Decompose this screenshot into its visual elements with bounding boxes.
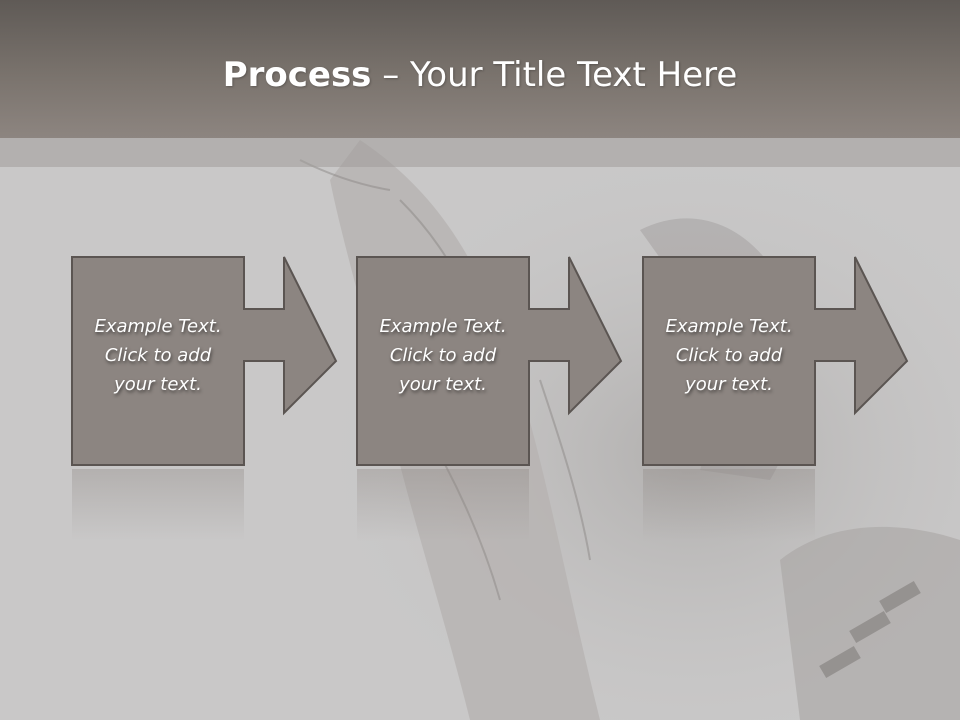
process-step-2[interactable]: Example Text. Click to add your text. <box>356 256 696 546</box>
slide-title-bold: Process <box>222 55 372 95</box>
step-text-2: Example Text. Click to add your text. <box>358 312 528 399</box>
slide-title-rest: – Your Title Text Here <box>371 55 738 95</box>
step-text-3: Example Text. Click to add your text. <box>644 312 814 399</box>
step-3-line-1: Example Text. <box>665 316 793 337</box>
step-1-line-2: Click to add <box>104 345 212 366</box>
step-3-line-2: Click to add <box>675 345 783 366</box>
slide-title[interactable]: Process – Your Title Text Here <box>0 52 960 98</box>
arrow-box-shape <box>642 256 909 541</box>
step-1-line-1: Example Text. <box>94 316 222 337</box>
step-2-line-1: Example Text. <box>379 316 507 337</box>
process-step-1[interactable]: Example Text. Click to add your text. <box>71 256 411 546</box>
title-underbar <box>0 138 960 167</box>
arrow-box-shape <box>356 256 623 541</box>
step-2-line-3: your text. <box>399 374 487 395</box>
process-step-3[interactable]: Example Text. Click to add your text. <box>642 256 960 546</box>
arrow-box-shape <box>71 256 338 541</box>
step-2-line-2: Click to add <box>389 345 497 366</box>
step-3-line-3: your text. <box>685 374 773 395</box>
title-bar <box>0 0 960 138</box>
step-text-1: Example Text. Click to add your text. <box>73 312 243 399</box>
step-1-line-3: your text. <box>114 374 202 395</box>
